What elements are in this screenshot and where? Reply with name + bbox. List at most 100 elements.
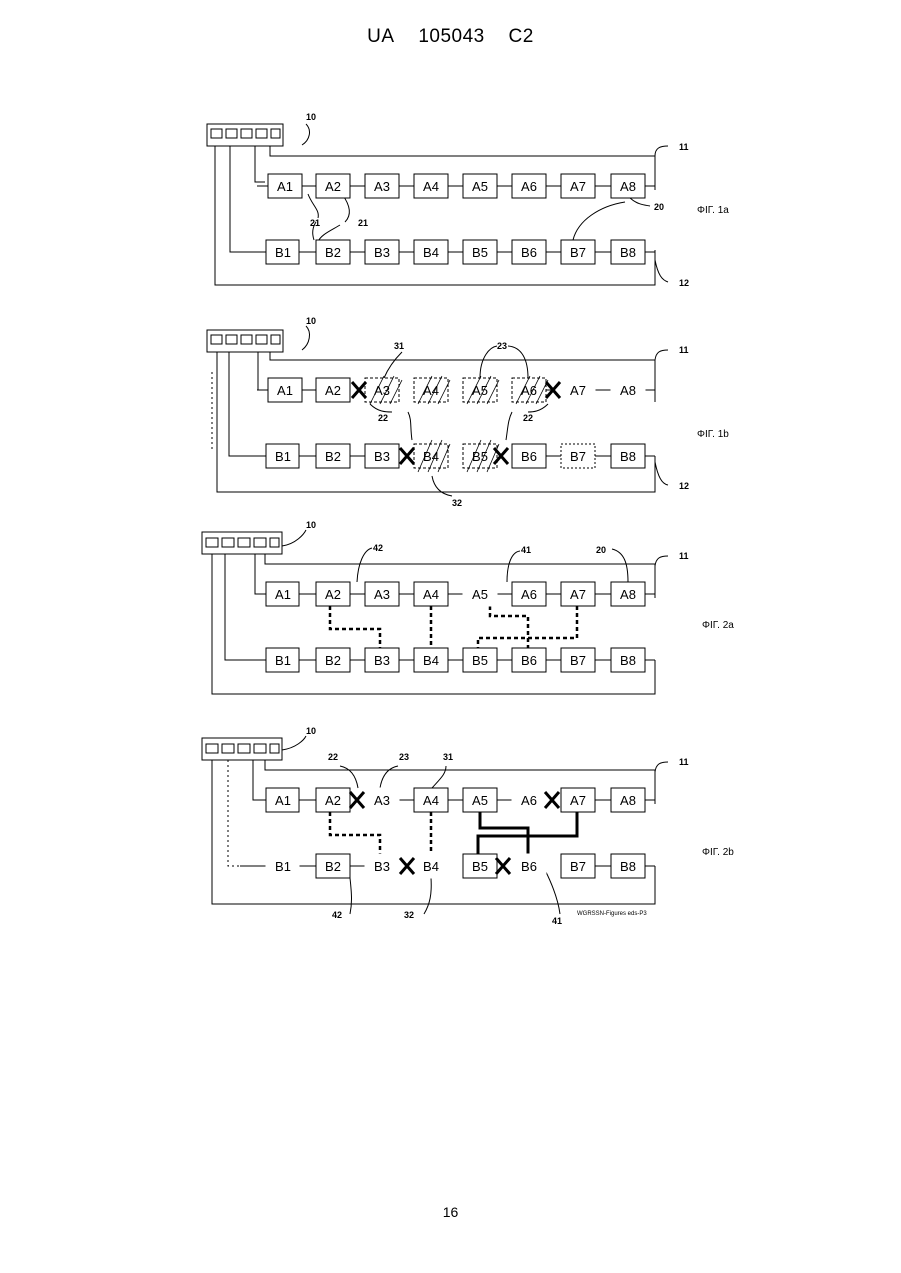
label-a4: A4: [423, 383, 439, 398]
dashed-bypass-links: [330, 812, 431, 854]
ref-20: 20: [654, 202, 664, 212]
caption-fig-1a: ΦΙΓ. 1a: [697, 205, 729, 216]
label-a6: A6: [521, 179, 537, 194]
label-b2: B2: [325, 245, 341, 260]
label-a4: A4: [423, 587, 439, 602]
label-b8: B8: [620, 245, 636, 260]
label-a8: A8: [620, 793, 636, 808]
label-a8: A8: [620, 587, 636, 602]
label-a1: A1: [277, 179, 293, 194]
dashed-bypass-links: [330, 606, 577, 648]
ref-22: 22: [328, 752, 338, 762]
label-b6: B6: [521, 245, 537, 260]
label-b3: B3: [374, 859, 390, 874]
label-a5: A5: [472, 793, 488, 808]
label-b4: B4: [423, 245, 439, 260]
ref-42: 42: [373, 543, 383, 553]
label-b4: B4: [423, 449, 439, 464]
label-b5: B5: [472, 653, 488, 668]
controller-icon: [207, 330, 283, 352]
label-a7: A7: [570, 179, 586, 194]
controller-icon: [202, 532, 282, 554]
ref-11: 11: [679, 551, 689, 561]
ref-21b: 21: [358, 218, 368, 228]
label-b4: B4: [423, 653, 439, 668]
ref-42: 42: [332, 910, 342, 920]
ref-23: 23: [497, 341, 507, 351]
ref-10: 10: [306, 520, 316, 530]
label-b8: B8: [620, 653, 636, 668]
label-b2: B2: [325, 653, 341, 668]
ref-31: 31: [394, 341, 404, 351]
label-b6: B6: [521, 449, 537, 464]
ref-21a: 21: [310, 218, 320, 228]
label-b1: B1: [275, 859, 291, 874]
figure-2a: A1A2 A3A4 A5A6 A7A8 B1B2 B3B4 B5B6 B7B8 …: [0, 518, 901, 708]
label-a2: A2: [325, 793, 341, 808]
caption-fig-1b: ΦΙΓ. 1b: [697, 429, 729, 440]
label-a5: A5: [472, 179, 488, 194]
figure-footnote: WGRSSN-Figures eds-P3: [577, 911, 647, 917]
ref-32: 32: [452, 498, 462, 508]
label-b5: B5: [472, 245, 488, 260]
page-number: 16: [0, 1204, 901, 1220]
label-b8: B8: [620, 449, 636, 464]
label-a5: A5: [472, 383, 488, 398]
ref-10: 10: [306, 316, 316, 326]
active-bypass-links: [478, 812, 577, 854]
ref-12: 12: [679, 278, 689, 288]
label-b4: B4: [423, 859, 439, 874]
ref-31: 31: [443, 752, 453, 762]
document-header: UA 105043 C2: [0, 26, 901, 48]
label-a4: A4: [423, 179, 439, 194]
header-kind: C2: [509, 26, 534, 47]
ref-20: 20: [596, 545, 606, 555]
ref-10: 10: [306, 112, 316, 122]
label-a2: A2: [325, 383, 341, 398]
label-b8: B8: [620, 859, 636, 874]
label-b3: B3: [374, 245, 390, 260]
caption-fig-2a: ΦΙΓ. 2a: [702, 620, 734, 631]
label-b1: B1: [275, 653, 291, 668]
header-number: 105043: [418, 26, 484, 47]
ref-41: 41: [521, 545, 531, 555]
label-a1: A1: [275, 587, 291, 602]
figure-2b: A1A2 A3A4 A5A6 A7A8 B1B2 B3B4 B5B6 B7B8 …: [0, 724, 901, 929]
figure-1a: A1A2 A3A4 A5A6 A7A8 B1B2 B3B4 B5B6 B7B8 …: [0, 110, 901, 300]
label-a4: A4: [423, 793, 439, 808]
label-b7: B7: [570, 859, 586, 874]
label-a7: A7: [570, 793, 586, 808]
label-a2: A2: [325, 587, 341, 602]
ref-23: 23: [399, 752, 409, 762]
label-b6: B6: [521, 653, 537, 668]
ref-41: 41: [552, 916, 562, 926]
label-b5: B5: [472, 449, 488, 464]
header-country: UA: [367, 26, 394, 47]
label-a3: A3: [374, 179, 390, 194]
label-a6: A6: [521, 383, 537, 398]
ref-11: 11: [679, 345, 689, 355]
label-a2: A2: [325, 179, 341, 194]
label-b3: B3: [374, 653, 390, 668]
label-a7: A7: [570, 383, 586, 398]
controller-icon: [207, 124, 283, 146]
ref-12: 12: [679, 481, 689, 491]
label-b7: B7: [570, 449, 586, 464]
label-b3: B3: [374, 449, 390, 464]
label-a3: A3: [374, 587, 390, 602]
label-b2: B2: [325, 859, 341, 874]
label-a6: A6: [521, 587, 537, 602]
ref-11: 11: [679, 757, 689, 767]
ref-22a: 22: [378, 413, 388, 423]
label-b6: B6: [521, 859, 537, 874]
label-a7: A7: [570, 587, 586, 602]
controller-icon: [202, 738, 282, 760]
label-b5: B5: [472, 859, 488, 874]
ref-10: 10: [306, 726, 316, 736]
ref-32: 32: [404, 910, 414, 920]
label-a5: A5: [472, 587, 488, 602]
caption-fig-2b: ΦΙΓ. 2b: [702, 847, 734, 858]
label-a8: A8: [620, 179, 636, 194]
label-b2: B2: [325, 449, 341, 464]
label-a1: A1: [275, 793, 291, 808]
